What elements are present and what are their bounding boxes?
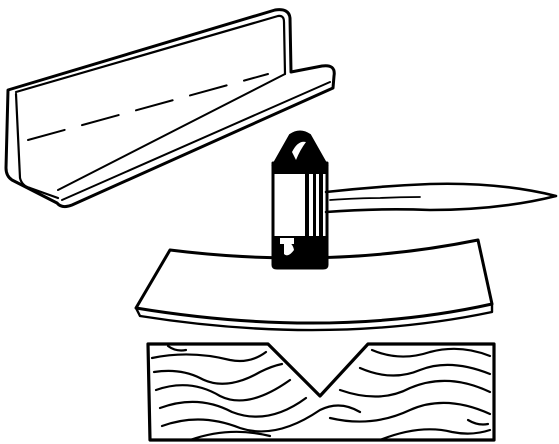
hammer (273, 132, 556, 269)
wooden-block (148, 344, 494, 440)
angle-iron (6, 10, 334, 207)
